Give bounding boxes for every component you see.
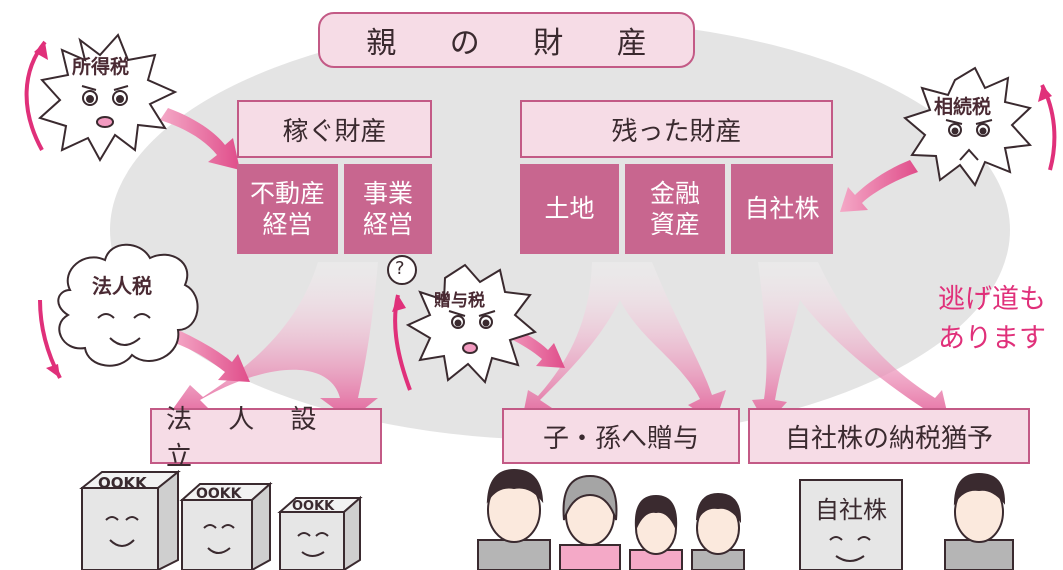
- asset-financial-line2: 資産: [649, 210, 700, 239]
- building-1: [79, 469, 181, 570]
- income-tax-arrow: [160, 108, 240, 170]
- remaining-assets-header: 残った財産: [520, 100, 833, 158]
- building-2: [179, 481, 273, 570]
- inheritance-tax-face: [945, 119, 993, 161]
- stock-document-label: 自社株: [815, 496, 887, 524]
- corporate-tax-arrow: [172, 330, 250, 382]
- inheritance-tax-burst: [902, 66, 1033, 187]
- corporate-tax-face: [97, 313, 151, 346]
- question-bubble: [387, 255, 417, 285]
- inheritance-tax-label: 相続税: [934, 96, 992, 118]
- gift-tax-burst: [405, 263, 538, 384]
- funnel-to-deferral: [752, 262, 950, 425]
- asset-business-line2: 経営: [362, 210, 413, 239]
- building-1-label: OOKK: [98, 474, 147, 492]
- gift-tax-face: [448, 310, 496, 354]
- question-mark: ?: [395, 258, 405, 279]
- asset-real-estate-line1: 不動産: [249, 178, 325, 208]
- asset-real-estate-line2: 経営: [262, 210, 313, 239]
- asset-company-stock: 自社株: [731, 164, 833, 254]
- building-2-label: OOKK: [196, 486, 242, 502]
- asset-financial: 金融 資産: [625, 164, 725, 254]
- outcome-gift-children: 子・孫へ贈与: [502, 408, 740, 464]
- asset-business: 事業 経営: [344, 164, 432, 254]
- outcome-incorporate: 法 人 設 立: [150, 405, 382, 472]
- escape-route-note: 逃げ道も あります: [938, 280, 1046, 358]
- family-illustration: [477, 468, 745, 570]
- asset-real-estate: 不動産 経営: [237, 164, 338, 254]
- asset-land: 土地: [520, 164, 619, 254]
- funnel-to-incorporate: [165, 262, 378, 420]
- building-3: [277, 495, 363, 570]
- outcome-stock-deferral: 自社株の納税猶予: [748, 408, 1030, 464]
- successor-illustration: [944, 472, 1014, 570]
- income-tax-face: [81, 85, 129, 128]
- income-tax-burst: [38, 33, 178, 163]
- asset-business-line1: 事業: [362, 178, 413, 208]
- inheritance-tax-arrow: [840, 160, 918, 212]
- income-tax-label: 所得税: [72, 56, 130, 78]
- corporate-tax-cloud: [57, 243, 199, 367]
- escape-route-line1: 逃げ道も: [938, 284, 1046, 315]
- stock-document: [799, 479, 903, 570]
- funnel-to-gift: [522, 262, 726, 423]
- corporate-tax-label: 法人税: [92, 274, 152, 298]
- page-title: 親 の 財 産: [318, 12, 695, 68]
- gift-tax-label: 贈与税: [434, 291, 485, 311]
- escape-route-line2: あります: [938, 323, 1046, 355]
- building-3-label: OOKK: [292, 499, 335, 514]
- earning-assets-header: 稼ぐ財産: [237, 100, 432, 158]
- asset-financial-line1: 金融: [649, 178, 700, 208]
- income-tax-rotate-arrow: [24, 40, 47, 151]
